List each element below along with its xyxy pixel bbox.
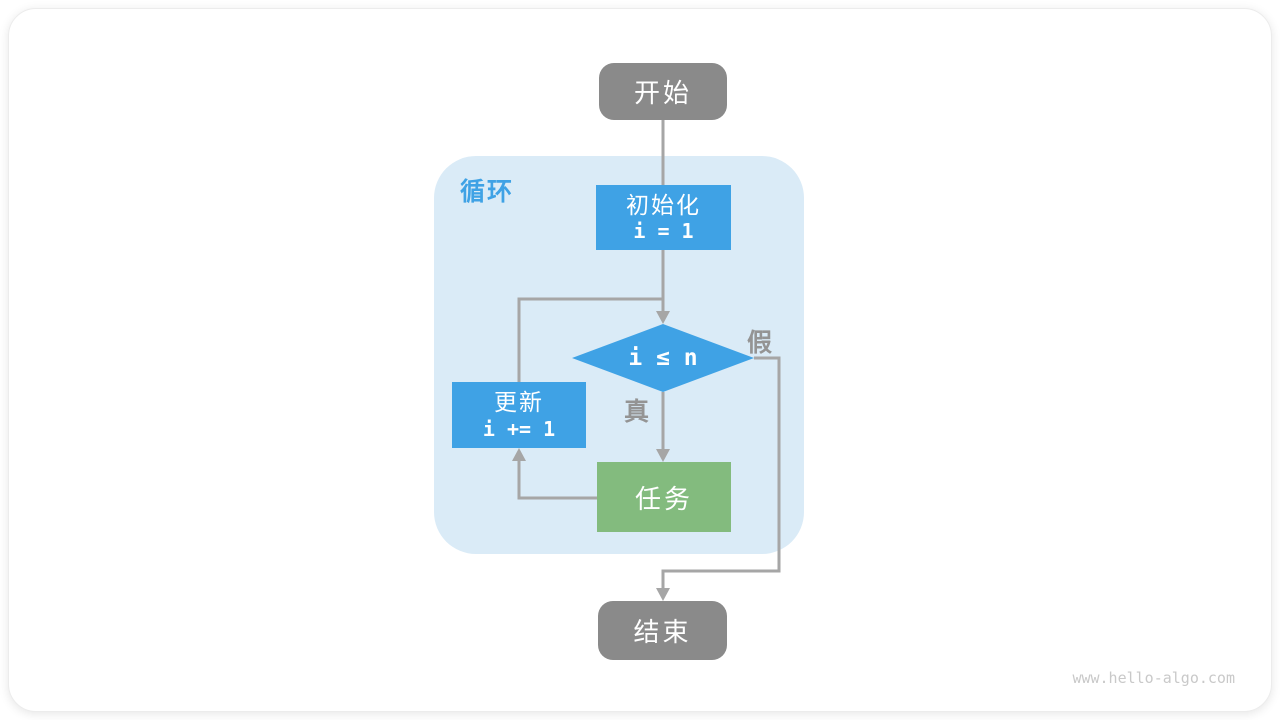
connector-layer: [512, 120, 781, 601]
node-update-label: 更新: [494, 389, 544, 416]
node-initialize-label: 初始化: [626, 191, 701, 218]
arrowhead-into-condition: [656, 311, 670, 324]
node-initialize: 初始化 i = 1: [596, 185, 731, 250]
loop-label: 循环: [460, 178, 515, 206]
watermark-text: www.hello-algo.com: [1072, 669, 1235, 687]
node-end: 结束: [598, 601, 727, 660]
node-initialize-code: i = 1: [633, 219, 694, 244]
connector-condition-to-end: [661, 356, 781, 590]
arrowhead-into-end: [656, 588, 670, 601]
diagram-card: 循环 开始 初始化 i = 1 i ≤ n 更新 i += 1 任务 结束 真 …: [8, 8, 1272, 712]
node-start: 开始: [599, 63, 727, 120]
node-update-code: i += 1: [482, 416, 556, 441]
arrowhead-into-task: [656, 449, 670, 462]
node-task-label: 任务: [634, 483, 693, 514]
branch-label-true: 真: [624, 398, 650, 426]
arrowhead-into-update: [512, 448, 526, 461]
connector-task-to-update: [517, 459, 597, 500]
node-task: 任务: [597, 462, 731, 532]
node-update: 更新 i += 1: [452, 382, 586, 448]
branch-label-false: 假: [747, 329, 773, 357]
node-end-label: 结束: [633, 617, 692, 647]
connector-update-loopback: [517, 297, 663, 382]
node-condition-label: i ≤ n: [628, 345, 698, 371]
node-start-label: 开始: [633, 78, 692, 108]
